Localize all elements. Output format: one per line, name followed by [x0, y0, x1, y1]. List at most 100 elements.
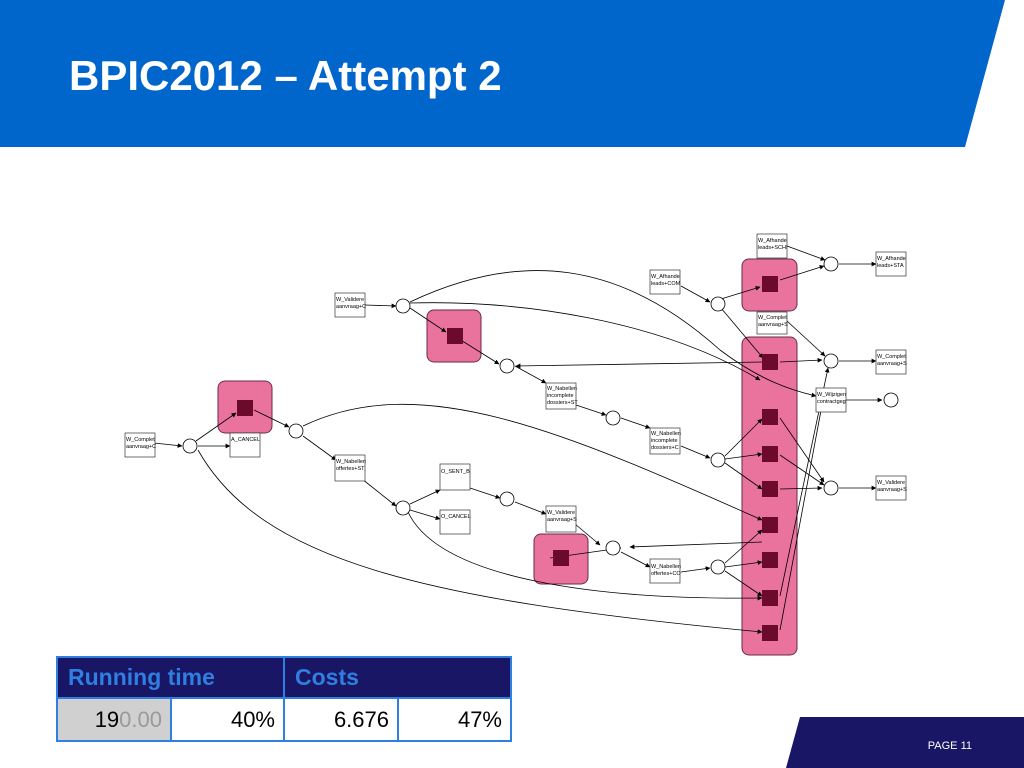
place: [710, 452, 726, 468]
arc: [455, 336, 500, 365]
arc: [361, 478, 397, 507]
silent-transition: [237, 400, 253, 416]
transition-box: [875, 475, 907, 501]
silent-transitions: [237, 276, 778, 641]
arc: [515, 361, 763, 369]
transition-box: [334, 454, 366, 482]
arc: [364, 303, 397, 309]
arc: [574, 523, 601, 546]
costs-value: 6.676: [283, 697, 399, 742]
transition-box: [756, 233, 788, 259]
places: [182, 256, 899, 575]
arc: [253, 409, 290, 428]
place: [605, 540, 621, 556]
arc: [575, 404, 607, 416]
arc: [779, 485, 823, 491]
arc: [629, 541, 763, 550]
transition-box: [815, 387, 847, 413]
transition-box: [334, 292, 366, 318]
arc: [620, 551, 651, 568]
transition-box: [756, 311, 788, 335]
arc: [680, 566, 711, 573]
transition-box: [649, 269, 681, 295]
arc: [779, 417, 825, 483]
arc: [409, 270, 817, 398]
header-costs: Costs: [283, 656, 512, 699]
silent-transition: [762, 625, 778, 641]
arc: [195, 412, 237, 442]
arc: [409, 302, 761, 381]
arc: [153, 442, 183, 448]
arc: [409, 509, 441, 521]
arc: [724, 418, 763, 457]
transition-label-o-sent: O_SENT_B: [441, 469, 470, 475]
arc: [786, 245, 826, 261]
silent-transition: [553, 550, 569, 566]
arc: [724, 560, 763, 568]
arc: [514, 501, 547, 515]
silent-transition: [762, 409, 778, 425]
highlight-regions: [217, 258, 798, 656]
silent-transition: [447, 328, 463, 344]
place: [499, 358, 515, 374]
page-number: PAGE 11: [927, 740, 972, 752]
place: [395, 298, 411, 314]
silent-transition: [762, 446, 778, 462]
transition-box: [545, 505, 577, 533]
transition-label-o-cancel: O_CANCEL: [441, 514, 471, 520]
place: [883, 392, 899, 408]
transition-box: [439, 509, 471, 535]
arc: [720, 307, 764, 359]
arc: [409, 307, 447, 333]
arc: [680, 285, 711, 303]
silent-transition: [762, 552, 778, 568]
costs-percent: 47%: [397, 697, 512, 742]
arc: [720, 286, 761, 300]
place: [605, 410, 621, 426]
header-running-time: Running time: [56, 656, 285, 699]
transition-box: [124, 432, 156, 458]
arc: [197, 449, 763, 634]
results-header-row: Running time Costs: [56, 656, 512, 699]
place: [395, 500, 411, 516]
arcs: [153, 245, 883, 634]
place: [823, 256, 839, 272]
arc: [302, 403, 763, 521]
arc: [407, 511, 763, 601]
silent-transition: [762, 354, 778, 370]
arc: [680, 445, 711, 459]
arc: [724, 570, 763, 597]
silent-transition: [762, 481, 778, 497]
slide-title: BPIC2012 – Attempt 2: [69, 52, 502, 99]
arc: [779, 265, 825, 281]
arc: [620, 417, 651, 429]
arc: [409, 489, 441, 505]
arc: [302, 435, 337, 461]
arc: [786, 320, 826, 357]
labeled-transitions: [124, 233, 907, 584]
transition-box: [545, 382, 577, 410]
silent-transition: [762, 590, 778, 606]
silent-transition: [762, 276, 778, 292]
place: [710, 296, 726, 312]
transition-box: [875, 349, 907, 375]
running-time-dim: 0.00: [119, 706, 162, 732]
transition-box: [229, 432, 261, 458]
transition-label-a-cancel: A_CANCEL: [231, 437, 260, 443]
transition-box: [439, 463, 471, 491]
results-table: Running time Costs 190.00 40% 6.676 47%: [56, 656, 512, 742]
silent-transition: [762, 517, 778, 533]
arc: [779, 357, 823, 363]
